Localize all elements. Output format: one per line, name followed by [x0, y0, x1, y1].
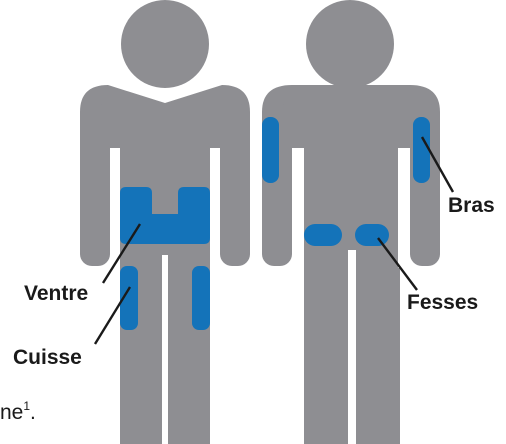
caption-fragment: ne — [0, 401, 23, 424]
front-head — [121, 0, 209, 88]
site-bras-left — [262, 117, 279, 183]
site-fesses-right — [355, 224, 389, 246]
site-bras-right — [413, 117, 430, 183]
label-bras: Bras — [448, 195, 495, 216]
label-cuisse: Cuisse — [13, 347, 82, 368]
site-fesses-left — [304, 224, 342, 246]
label-fesses: Fesses — [407, 292, 478, 313]
label-ventre: Ventre — [24, 283, 88, 304]
caption-punct: . — [30, 401, 36, 424]
back-figure — [262, 0, 440, 444]
back-head — [306, 0, 394, 88]
front-right-arm — [220, 104, 250, 266]
site-cuisse-right — [192, 266, 210, 330]
cropped-caption-text: ne1. — [0, 400, 36, 423]
front-left-arm — [80, 104, 110, 266]
